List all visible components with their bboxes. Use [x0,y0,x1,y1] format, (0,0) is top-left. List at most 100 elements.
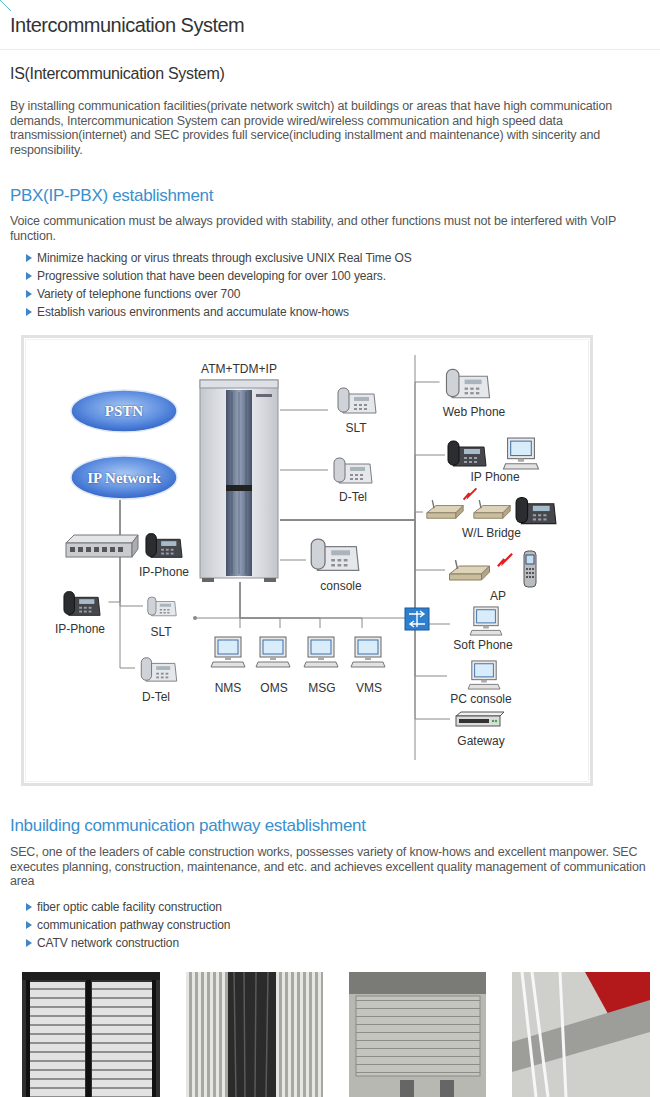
diagram-frame [26,340,589,782]
bullet-item: Variety of telephone functions over 700 [37,287,637,301]
pbx-cabinet-art [202,578,214,582]
section-heading: IS(Intercommunication System) [10,64,650,84]
device-label: IP Phone [470,470,519,484]
device-label: console [320,579,361,593]
server-pc: MSG [300,628,344,695]
device-icons [446,369,489,397]
photo-cables [228,972,276,1097]
device-label: Web Phone [443,405,506,419]
connector-line [280,470,328,471]
phone-device: SLT [143,589,179,639]
device-label: VMS [356,681,382,695]
device-icons [474,500,510,518]
phone-device: SLT [328,383,384,435]
connector-line [240,582,280,628]
hub-icon [405,608,429,630]
connector-line [280,520,445,570]
device-label: NMS [215,681,242,695]
network-label: IP Network [87,469,161,487]
phone-device: Web Phone [440,364,509,419]
wire-dot [193,616,197,620]
photo-overhead-tray [560,972,566,1097]
pc-device: PC console [447,658,515,706]
device-label: OMS [260,681,287,695]
device-icons [338,388,376,413]
pbx-cabinet-art [239,392,240,574]
bullet-item: Progressive solution that have been deve… [37,269,637,283]
photo-overhead-tray [512,972,650,1097]
pbx-cabinet-art [226,390,252,576]
ip-gateway-box [86,547,91,552]
connector-line [280,512,423,520]
ip-gateway-box [66,535,138,557]
network-ellipse: IP Network [70,455,178,500]
pbx-cabinet-art [200,380,278,578]
device-icons [456,712,504,726]
device-label: AP [490,589,506,603]
connector-line [280,382,440,520]
photo-cables [186,972,323,1097]
bus-wire [195,355,415,760]
device-icons [334,458,372,483]
ip-gateway-box [94,547,99,552]
device-label: SLT [345,421,366,435]
ip-gateway-box [66,535,138,543]
device-icons [468,661,500,689]
connector-line [280,520,447,676]
ip-gateway-box [66,543,132,557]
device-label: D-Tel [339,490,367,504]
device-label: IP-Phone [55,622,105,636]
device-icons [64,369,556,726]
photo-equipment-rack [86,972,91,1097]
bullet-item: communication pathway construction [37,918,637,932]
bus-wire [195,618,405,619]
device-label: ATM+TDM+IP [201,362,277,376]
bullet-item: CATV network construction [37,936,637,950]
network-ellipse: PSTN [70,389,178,433]
photo-overhead-tray [532,972,548,1097]
pbx-cabinet-art [226,485,252,491]
pbx-cabinet-art [256,394,272,397]
phone-device: IP Phone [445,434,545,484]
bullet-item: Minimize hacking or virus threats throug… [37,251,637,265]
ip-gateway-box [118,547,123,552]
ip-gateway-box [132,535,138,557]
title-rule [0,49,660,50]
device-icons [141,658,176,681]
device-icons [311,539,359,570]
hub-icon [409,611,425,627]
pbx-cabinet-art [232,392,233,574]
device-icons [464,488,477,499]
photo-equipment-rack [22,972,160,1097]
device-icons [427,500,463,518]
subsection-heading: Inbuilding communication pathway establi… [10,816,650,836]
ip-gateway-box [70,547,123,552]
device-icons [470,607,502,635]
gateway-device: Gateway [450,709,512,748]
device-icons [146,534,182,558]
photo-equipment-rack [152,972,156,1097]
device-icons [498,554,512,566]
pc-device: Soft Phone [450,604,516,652]
photo-cable-tray [349,972,486,994]
photo-equipment-rack [22,972,160,980]
photo-equipment-rack [92,982,152,1097]
page-title: Intercommunication System [10,13,244,37]
corner-mark [0,0,11,11]
photo-cable-tray [349,972,486,1097]
device-icons [148,597,177,616]
ellipse-shape [71,456,177,499]
device-icons [516,497,556,523]
ip-gateway-box [78,547,83,552]
connector-line [280,410,328,411]
device-label: Gateway [457,734,504,748]
body-paragraph: Voice communication must be always provi… [10,214,640,243]
connector-line [240,582,320,628]
device-icons [351,637,385,667]
diagram-frame [23,337,592,785]
device-label: IP-Phone [139,565,189,579]
device-icons [64,592,100,616]
photo-cables [234,972,268,1097]
intro-paragraph: By installing communication facilities(p… [10,99,655,157]
pbx-cabinet-art [200,380,278,388]
